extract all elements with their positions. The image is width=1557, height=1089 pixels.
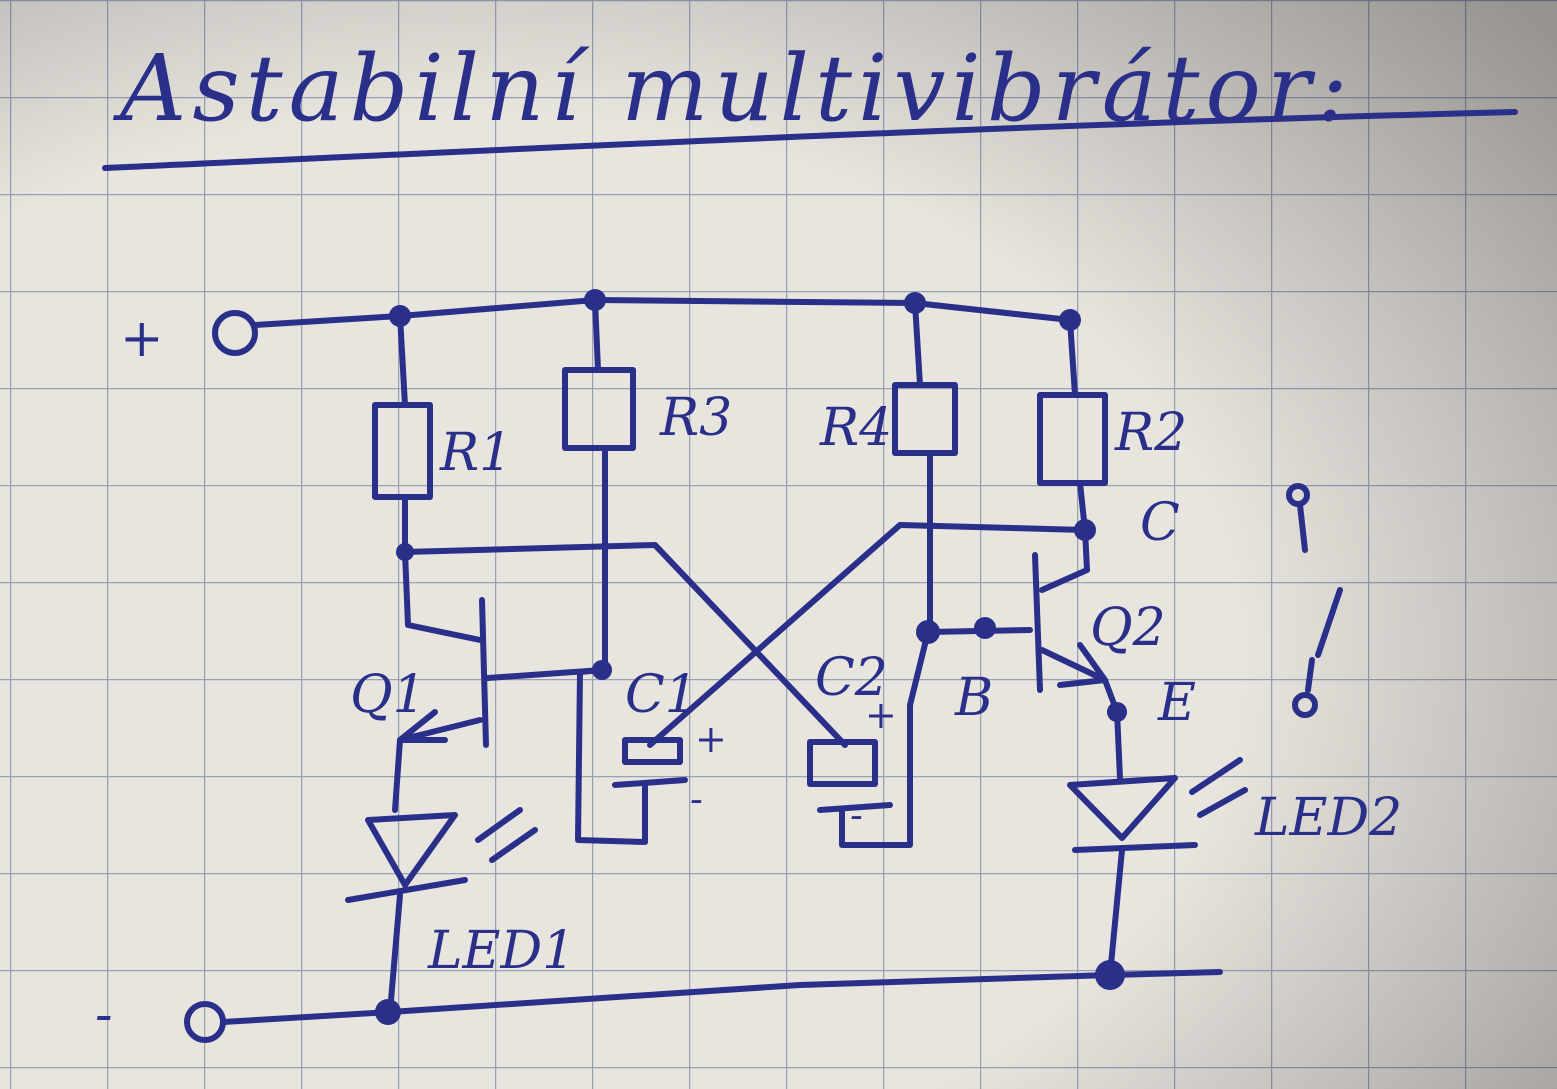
led2-light-arrows	[1189, 757, 1248, 818]
q2-base-bar	[1032, 552, 1043, 693]
r2-lead-top	[1067, 317, 1078, 398]
c1-plus-label: +	[695, 717, 727, 761]
negative-rail-label: -	[95, 985, 113, 1045]
led1-triangle	[365, 812, 458, 888]
r2-resistor	[1037, 392, 1108, 486]
q1-emitter-arrow	[397, 709, 448, 743]
r4-lead-top	[912, 300, 923, 388]
r4-label: R4	[819, 398, 892, 458]
switch-lever	[1315, 587, 1343, 658]
led2-bar	[1072, 842, 1198, 853]
q1-label: Q1	[350, 665, 426, 725]
switch-bottom-contact	[1292, 692, 1318, 718]
c1-minus-label: -	[690, 777, 703, 821]
c2-plate	[817, 802, 893, 813]
collector-pin-label: C	[1140, 493, 1180, 553]
r3-resistor	[562, 367, 636, 451]
led2-triangle	[1067, 775, 1178, 841]
diagram-title: Astabilní multivibrátor:	[112, 35, 1354, 142]
led1-label: LED1	[427, 921, 575, 981]
q2-label: Q2	[1090, 598, 1166, 658]
r3-label: R3	[659, 388, 732, 448]
r1-label: R1	[439, 423, 512, 483]
c2-minus-label: -	[850, 793, 863, 837]
r2-lead-bottom	[1077, 480, 1088, 533]
led1-bar	[345, 877, 468, 903]
q2-emitter-arrow	[1057, 642, 1108, 688]
cross-wire-q1-to-c2	[402, 542, 848, 748]
positive-rail-label: +	[120, 309, 164, 369]
q1-collector-wire	[402, 549, 483, 643]
c1-label: C1	[625, 665, 698, 725]
c1-capacitor	[622, 737, 683, 765]
emitter-pin-label: E	[1157, 673, 1196, 733]
q1-base-bar	[479, 597, 489, 748]
led2-lead-top	[1114, 709, 1123, 781]
q2-base-wire	[925, 627, 1033, 635]
negative-rail-wire	[220, 969, 1223, 1025]
r4-resistor	[892, 382, 958, 456]
r2-label: R2	[1114, 403, 1187, 463]
c2-capacitor	[807, 739, 878, 787]
c1-lead	[575, 667, 648, 845]
led1-light-arrows	[475, 807, 538, 863]
switch-top-lead	[1297, 502, 1308, 553]
led2-label: LED2	[1254, 788, 1402, 848]
cross-wire-q2-to-c1	[647, 522, 1088, 748]
c2-lead	[839, 629, 931, 848]
c2-plus-label: +	[865, 693, 897, 737]
base-pin-label: B	[954, 668, 993, 728]
switch-bottom-lead	[1305, 657, 1315, 693]
c1-plate	[612, 777, 688, 788]
led2-lead-bottom	[1107, 847, 1125, 978]
q2-collector-wire	[1039, 527, 1090, 593]
r1-lead-top	[397, 313, 408, 408]
title-underline	[102, 109, 1518, 171]
c2-label: C2	[815, 648, 888, 708]
positive-terminal	[212, 310, 258, 356]
led1-lead-bottom	[387, 892, 403, 1015]
r3-lead-top	[592, 297, 601, 373]
